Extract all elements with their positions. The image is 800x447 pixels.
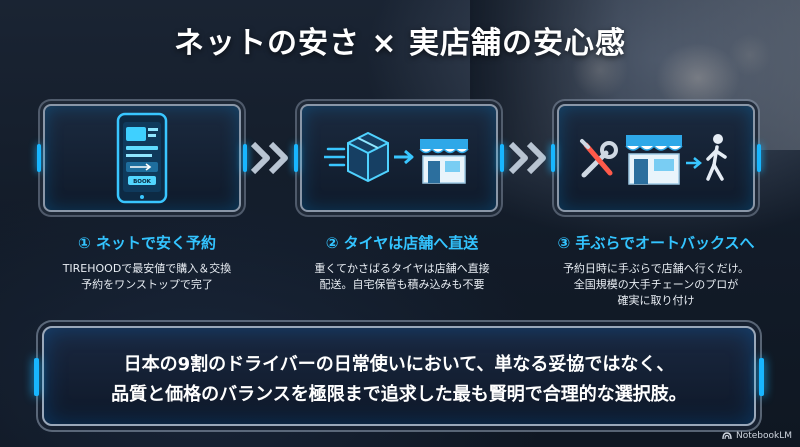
brand-label: NotebookLM <box>735 431 792 441</box>
step-3-card <box>551 104 761 212</box>
step-2-description: 重くてかさばるタイヤは店舗へ直接 配送。自宅保管も積み込みも不要 <box>314 262 490 291</box>
store-icon <box>419 139 469 184</box>
smartphone-icon: BOOK <box>116 112 168 204</box>
step-1-card: BOOK <box>37 104 247 212</box>
step-3-description: 予約日時に手ぶらで店舗へ行くだけ。 全国規模の大手チェーンのプロが 確実に取り付… <box>562 262 750 307</box>
step-2-card <box>294 104 504 212</box>
step-2-text: ② タイヤは店舗へ直送 重くてかさばるタイヤは店舗へ直接 配送。自宅保管も積み込… <box>272 232 532 293</box>
wrench-screwdriver-icon <box>580 139 618 178</box>
banner-line-1: 日本の9割のドライバーの日常使いにおいて、単なる妥協ではなく、 <box>123 354 675 375</box>
step-2-title: ② タイヤは店舗へ直送 <box>325 234 479 252</box>
box-to-store-icon <box>324 131 469 184</box>
package-icon <box>347 131 389 183</box>
banner-line-2: 品質と価格のバランスを極限まで追求した最も賢明で合理的な選択肢。 <box>111 384 687 405</box>
summary-banner: 日本の9割のドライバーの日常使いにおいて、単なる妥協ではなく、 品質と価格のバラ… <box>34 326 764 426</box>
step-3-title: ③ 手ぶらでオートバックスへ <box>557 234 755 252</box>
step-1-title: ① ネットで安く予約 <box>78 234 216 252</box>
book-button-label: BOOK <box>133 179 152 185</box>
notebooklm-logo-icon <box>722 432 732 440</box>
step-1-description: TIREHOODで最安値で購入＆交換 予約をワンストップで完了 <box>62 262 232 291</box>
tools-store-walk-icon <box>580 134 727 185</box>
page-title: ネットの安さ × 実店舗の安心感 <box>173 26 627 61</box>
store-icon <box>625 135 683 185</box>
step-1-text: ① ネットで安く予約 TIREHOODで最安値で購入＆交換 予約をワンストップで… <box>17 232 277 293</box>
chevron-right-icon <box>250 141 288 175</box>
walking-person-icon <box>706 134 727 181</box>
brand-watermark: NotebookLM <box>722 431 792 441</box>
chevron-right-icon <box>508 141 546 175</box>
step-3-text: ③ 手ぶらでオートバックスへ 予約日時に手ぶらで店舗へ行くだけ。 全国規模の大手… <box>526 232 786 309</box>
